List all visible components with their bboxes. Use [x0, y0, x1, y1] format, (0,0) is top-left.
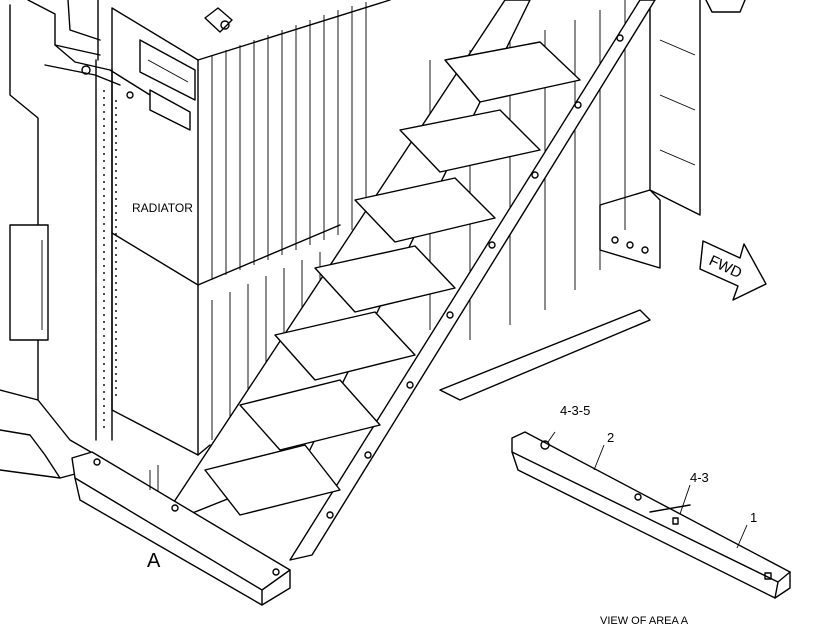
stair-tread — [239, 379, 381, 451]
fwd-arrow-icon: FWD — [699, 240, 767, 301]
callout-1: 1 — [750, 510, 757, 525]
stair-tread — [399, 109, 541, 173]
bottom-step-plate — [71, 451, 291, 606]
callout-2: 2 — [607, 430, 614, 445]
radiator-label: RADIATOR — [132, 201, 193, 215]
callout-4-3-5: 4-3-5 — [560, 403, 590, 418]
area-a-detail — [511, 431, 791, 599]
stair-tread — [354, 177, 496, 243]
stairway — [169, 0, 656, 561]
stair-tread — [204, 444, 341, 516]
stair-tread — [314, 245, 456, 313]
stair-tread — [444, 41, 581, 103]
view-caption: VIEW OF AREA A — [600, 615, 689, 627]
callout-4-3: 4-3 — [690, 470, 709, 485]
stair-tread — [274, 311, 416, 381]
machine-body — [0, 0, 151, 479]
area-a-marker: A — [147, 550, 161, 572]
